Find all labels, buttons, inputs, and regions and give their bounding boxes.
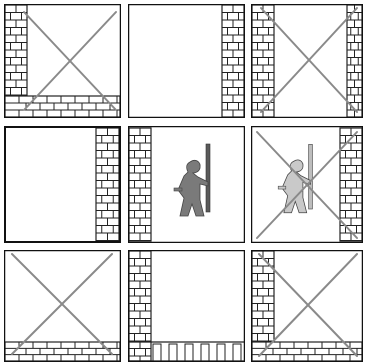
cell-graphic <box>128 126 245 243</box>
cell-graphic <box>251 126 363 243</box>
cell-graphic <box>4 250 121 362</box>
grid-cell-r1-c0[interactable] <box>4 126 121 243</box>
cell-graphic <box>4 126 121 243</box>
brick-wall-right <box>347 5 362 117</box>
cell-graphic <box>128 250 245 362</box>
cross-out-icon <box>261 8 357 112</box>
brick-wall-right <box>222 5 244 117</box>
grid-cell-r2-c1[interactable] <box>128 250 245 362</box>
brick-wall-left <box>129 128 151 241</box>
grid-cell-r2-c0[interactable] <box>4 250 121 362</box>
grid-cell-r2-c2[interactable] <box>251 250 363 362</box>
brick-wall-bottom <box>5 96 120 117</box>
grid-cell-r0-c0[interactable] <box>4 4 121 118</box>
cell-graphic <box>251 4 363 118</box>
warrior-with-staff-icon[interactable] <box>174 144 210 216</box>
brick-wall-right <box>96 128 119 241</box>
cross-out-icon <box>24 12 116 110</box>
brick-wall-left <box>129 251 151 361</box>
cross-out-icon <box>12 254 112 354</box>
cell-graphic <box>251 250 363 362</box>
warrior-with-staff-icon-faded <box>278 144 312 212</box>
cell-graphic <box>128 4 245 118</box>
grid-cell-r0-c1[interactable] <box>128 4 245 118</box>
grid-cell-r1-c2[interactable] <box>251 126 363 243</box>
cell-graphic <box>4 4 121 118</box>
grid-cell-r0-c2[interactable] <box>251 4 363 118</box>
grid-cell-r1-c1[interactable] <box>128 126 245 243</box>
